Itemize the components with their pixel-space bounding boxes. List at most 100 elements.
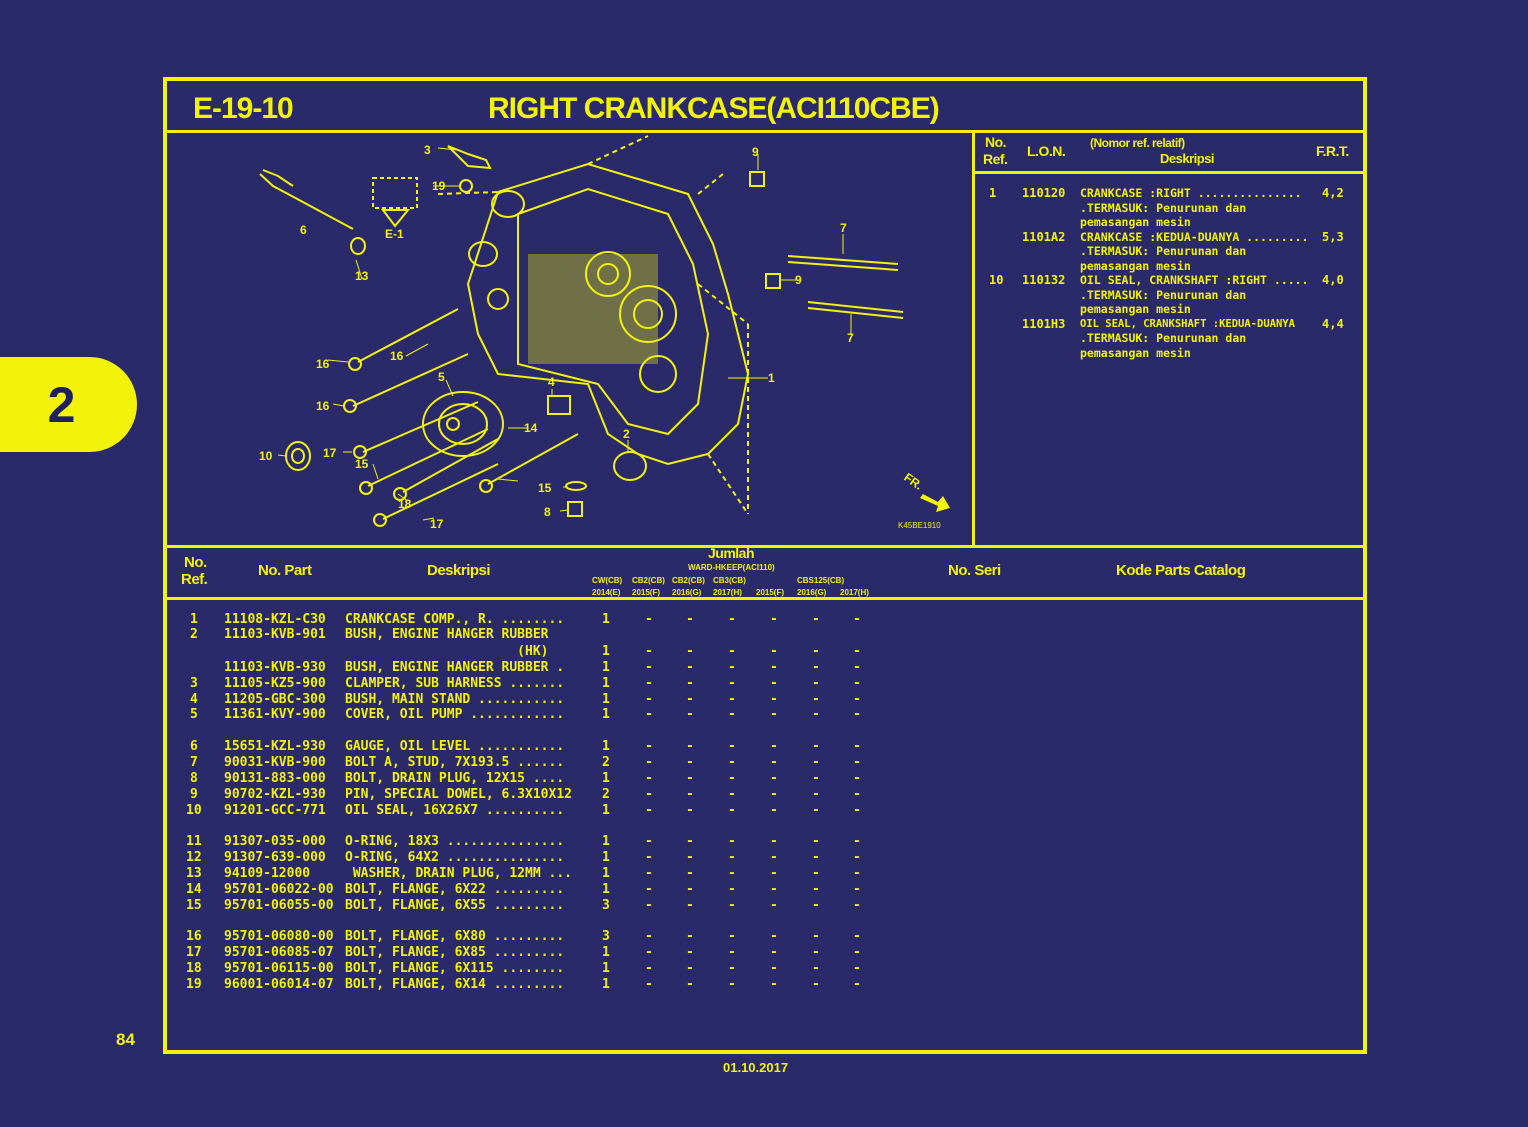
lon-code: 1101A2 bbox=[1022, 229, 1066, 244]
model-year: 2015(F) bbox=[632, 588, 661, 597]
part-number: 11361-KVY-900 bbox=[224, 707, 326, 722]
parts-header-seri: No. Seri bbox=[948, 562, 1001, 579]
lon-desc: OIL SEAL, CRANKSHAFT :KEDUA-DUANYA bbox=[1080, 317, 1295, 330]
ref-number: 15 bbox=[186, 898, 202, 913]
quantity-cell: - bbox=[812, 644, 820, 659]
quantity-cell: 1 bbox=[602, 834, 610, 849]
quantity-cell: - bbox=[686, 898, 694, 913]
quantity-cell: - bbox=[770, 644, 778, 659]
part-number: 91307-639-000 bbox=[224, 850, 326, 865]
quantity-cell: - bbox=[812, 977, 820, 992]
model-header: CW(CB) bbox=[592, 576, 623, 585]
quantity-cell: - bbox=[812, 755, 820, 770]
ref-number: 9 bbox=[190, 787, 198, 802]
callout-4: 4 bbox=[548, 375, 555, 389]
quantity-cell: - bbox=[812, 692, 820, 707]
quantity-cell: - bbox=[770, 676, 778, 691]
quantity-cell: - bbox=[853, 612, 861, 627]
part-description: CLAMPER, SUB HARNESS ....... bbox=[345, 676, 565, 691]
quantity-cell: - bbox=[853, 945, 861, 960]
callout-15b: 16 bbox=[390, 349, 404, 363]
quantity-cell: - bbox=[812, 771, 820, 786]
quantity-cell: - bbox=[770, 866, 778, 881]
ref-number: 11 bbox=[186, 834, 202, 849]
quantity-cell: - bbox=[770, 834, 778, 849]
catalog-frame bbox=[163, 77, 1367, 1054]
quantity-cell: - bbox=[853, 660, 861, 675]
lon-header-no: No. bbox=[985, 134, 1007, 150]
callout-11: 13 bbox=[355, 269, 369, 283]
callout-7: 7 bbox=[840, 221, 847, 235]
part-description: BUSH, MAIN STAND ........... bbox=[345, 692, 565, 707]
lon-desc: .TERMASUK: Penurunan dan bbox=[1080, 200, 1247, 215]
quantity-cell: - bbox=[770, 660, 778, 675]
quantity-cell: - bbox=[812, 866, 820, 881]
quantity-cell: - bbox=[728, 898, 736, 913]
ref-number: 7 bbox=[190, 755, 198, 770]
quantity-cell: - bbox=[770, 803, 778, 818]
quantity-cell: - bbox=[645, 739, 653, 754]
quantity-cell: - bbox=[812, 929, 820, 944]
quantity-cell: - bbox=[645, 850, 653, 865]
quantity-cell: - bbox=[686, 707, 694, 722]
quantity-cell: - bbox=[686, 612, 694, 627]
quantity-cell: - bbox=[645, 945, 653, 960]
quantity-cell: - bbox=[645, 660, 653, 675]
quantity-cell: - bbox=[645, 898, 653, 913]
quantity-cell: - bbox=[686, 882, 694, 897]
quantity-cell: - bbox=[686, 977, 694, 992]
exploded-diagram: 3 19 E-1 6 13 9 7 9 7 1 5 4 2 14 16 16 1… bbox=[259, 135, 950, 531]
page-code: E-19-10 bbox=[193, 92, 294, 125]
quantity-cell: - bbox=[645, 803, 653, 818]
quantity-cell: - bbox=[645, 929, 653, 944]
quantity-cell: 1 bbox=[602, 739, 610, 754]
quantity-cell: - bbox=[812, 850, 820, 865]
part-number: 90031-KVB-900 bbox=[224, 755, 326, 770]
quantity-cell: - bbox=[645, 834, 653, 849]
quantity-cell: - bbox=[812, 882, 820, 897]
section-tab[interactable]: 2 bbox=[0, 357, 137, 452]
quantity-cell: 1 bbox=[602, 771, 610, 786]
model-header: CB2(CB) bbox=[632, 576, 665, 585]
part-description: O-RING, 64X2 ............... bbox=[345, 850, 565, 865]
quantity-cell: - bbox=[812, 739, 820, 754]
parts-header-ref: Ref. bbox=[181, 571, 208, 588]
callout-16b: 17 bbox=[323, 446, 337, 460]
quantity-cell: - bbox=[812, 834, 820, 849]
lon-header-deskripsi: Deskripsi bbox=[1160, 151, 1215, 166]
quantity-cell: - bbox=[728, 882, 736, 897]
quantity-cell: 1 bbox=[602, 882, 610, 897]
quantity-cell: - bbox=[728, 660, 736, 675]
quantity-cell: 2 bbox=[602, 787, 610, 802]
ref-number: 2 bbox=[190, 627, 198, 642]
quantity-cell: - bbox=[686, 644, 694, 659]
lon-header-lon: L.O.N. bbox=[1027, 143, 1066, 159]
ref-number: 12 bbox=[186, 850, 202, 865]
quantity-cell: - bbox=[770, 692, 778, 707]
part-number: 11105-KZ5-900 bbox=[224, 676, 326, 691]
quantity-cell: - bbox=[686, 739, 694, 754]
lon-header-nomor: (Nomor ref. relatif) bbox=[1090, 136, 1185, 150]
callout-15: 16 bbox=[316, 357, 330, 371]
quantity-cell: - bbox=[770, 739, 778, 754]
lon-desc: CRANKCASE :RIGHT ............... bbox=[1080, 186, 1302, 200]
part-number: 91201-GCC-771 bbox=[224, 803, 326, 818]
part-number: 95701-06115-00 bbox=[224, 961, 334, 976]
quantity-cell: - bbox=[853, 787, 861, 802]
quantity-cell: - bbox=[645, 755, 653, 770]
lon-ref: 10 bbox=[989, 273, 1004, 287]
quantity-cell: - bbox=[686, 660, 694, 675]
ref-number: 10 bbox=[186, 803, 202, 818]
callout-e1: E-1 bbox=[385, 227, 404, 241]
quantity-cell: - bbox=[812, 898, 820, 913]
quantity-cell: - bbox=[728, 850, 736, 865]
lon-code: 110132 bbox=[1022, 273, 1066, 287]
quantity-cell: - bbox=[728, 945, 736, 960]
model-header: CBS125(CB) bbox=[797, 576, 845, 585]
quantity-cell: - bbox=[770, 882, 778, 897]
quantity-cell: 2 bbox=[602, 755, 610, 770]
quantity-cell: - bbox=[728, 676, 736, 691]
fr-label: FR. bbox=[901, 470, 925, 493]
quantity-cell: - bbox=[728, 644, 736, 659]
lon-desc: pemasangan mesin bbox=[1080, 258, 1191, 273]
